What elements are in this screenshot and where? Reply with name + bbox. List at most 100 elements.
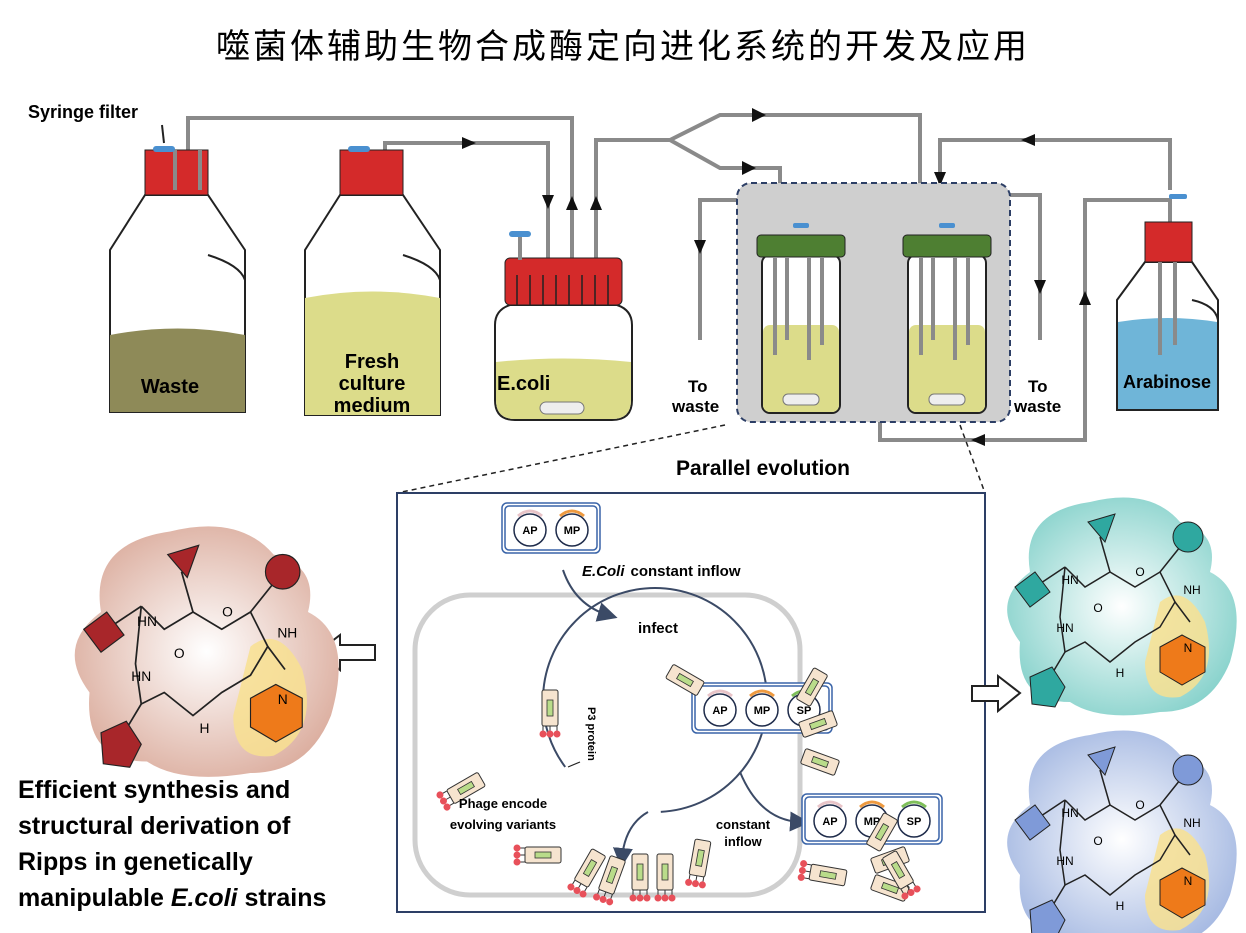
syringe-filter-icon — [348, 146, 370, 152]
diamond-shape — [1014, 804, 1051, 841]
ecoli-label: E.coli — [497, 373, 550, 395]
phage-particle — [539, 689, 561, 738]
diamond-shape — [1014, 571, 1051, 608]
caption-start: manipulable — [18, 884, 171, 912]
fresh-medium-bottle: Fresh culture medium — [304, 146, 441, 417]
page-title: 噬菌体辅助生物合成酶定向进化系统的开发及应用 — [216, 27, 1030, 67]
parallel-evolution-label: Parallel evolution — [676, 457, 850, 480]
lagoon-vessel-1 — [756, 223, 846, 414]
to-waste-right-1: To — [1028, 377, 1048, 396]
phage-particle — [796, 667, 828, 707]
plasmid-label: AP — [522, 525, 537, 537]
phage-particle — [593, 855, 626, 906]
ecoli-cell: AP MP — [501, 502, 601, 554]
stir-bar-icon — [928, 393, 966, 406]
phage-label-2: evolving variants — [450, 817, 556, 832]
atom-label-h: H — [1116, 899, 1125, 913]
plasmid-ap — [703, 693, 737, 727]
constant-inflow-1: constant — [716, 817, 771, 832]
phage-particle — [513, 844, 562, 866]
atom-label-o: O — [222, 605, 233, 620]
sphere-shape — [1172, 521, 1204, 553]
to-waste-left-2: waste — [671, 397, 719, 416]
diamond-shape — [82, 611, 125, 654]
atom-label-nh: NH — [1183, 583, 1200, 597]
syringe-filter-icon — [153, 146, 175, 152]
phage-particle — [567, 848, 606, 898]
atom-label-o: O — [1135, 798, 1144, 812]
atom-label-h: H — [200, 721, 210, 736]
to-waste-left-1: To — [688, 377, 708, 396]
syringe-filter-label: Syringe filter — [28, 102, 138, 122]
stir-bar-icon — [539, 401, 585, 415]
sphere-shape — [264, 553, 301, 590]
caption: Efficient synthesis and structural deriv… — [18, 776, 326, 912]
lagoon-vessel-2 — [902, 223, 992, 414]
atom-label-hn: HN — [1061, 573, 1078, 587]
plasmid-mp — [555, 513, 589, 547]
cyclopropyl-shape — [1087, 746, 1116, 776]
atom-label-nh: NH — [277, 625, 297, 640]
fresh-label-line3: medium — [334, 395, 411, 417]
phage-particle — [436, 772, 486, 811]
phage-particle — [800, 748, 840, 776]
p3-protein-label: P3 protein — [585, 707, 597, 761]
arabinose-label: Arabinose — [1123, 372, 1211, 392]
atom-label-nh: NH — [1183, 816, 1200, 830]
stir-bar-icon — [782, 393, 820, 406]
constant-inflow-text: constant inflow — [631, 563, 741, 580]
caption-line-3: Ripps in genetically — [18, 848, 253, 876]
ecoli-bottle: E.coli — [494, 231, 633, 421]
waste-bottle: Waste — [109, 146, 246, 413]
arabinose-bottle: Arabinose — [1116, 194, 1219, 411]
plasmid-label: AP — [822, 816, 837, 828]
pyridine-ring — [1159, 634, 1206, 686]
phage-particle — [797, 860, 848, 887]
ecoli-italic: E.Coli — [582, 563, 625, 580]
atom-label-o: O — [1135, 565, 1144, 579]
atom-label-hn: HN — [131, 669, 151, 684]
atom-label-n: N — [1184, 874, 1193, 888]
plasmid-sp — [897, 804, 931, 838]
atom-label-hn: HN — [1056, 621, 1073, 635]
caption-italic: E.coli — [171, 884, 239, 912]
atom-label-hn: HN — [1056, 854, 1073, 868]
atom-label-o: O — [1093, 601, 1102, 615]
phage-particle — [665, 664, 705, 696]
plasmid-mp — [745, 693, 779, 727]
phage-particle — [882, 850, 921, 900]
phage-particle — [685, 838, 712, 889]
plasmid-label: MP — [864, 816, 881, 828]
atom-label-n: N — [278, 692, 288, 707]
pentagon-shape — [1029, 666, 1066, 708]
phage-label-1: Phage encode — [459, 796, 547, 811]
pyridine-ring — [249, 683, 303, 743]
pentagon-shape — [100, 720, 142, 768]
atom-label-hn: HN — [137, 614, 157, 629]
caption-line-1: Efficient synthesis and — [18, 776, 290, 804]
flow-arrows — [462, 108, 1091, 446]
infect-label: infect — [638, 620, 678, 637]
atom-label-h: H — [1116, 666, 1125, 680]
plasmid-label: AP — [712, 705, 727, 717]
atom-label-o: O — [1093, 834, 1102, 848]
waste-label: Waste — [141, 376, 199, 398]
atom-label-hn: HN — [1061, 806, 1078, 820]
pyridine-ring — [1159, 867, 1206, 919]
atom-label-o: O — [174, 646, 185, 661]
fresh-label-line1: Fresh — [345, 351, 399, 373]
syringe-filter-icon — [939, 223, 955, 228]
caption-line-4: manipulable E.coli strains — [18, 884, 326, 912]
hollow-arrow-right-icon — [971, 673, 1022, 714]
atom-label-n: N — [1184, 641, 1193, 655]
phage-particle — [798, 710, 838, 738]
plasmid-label: SP — [907, 816, 922, 828]
sphere-shape — [1172, 754, 1204, 786]
plasmid-label: MP — [564, 525, 581, 537]
phage-particle — [629, 853, 651, 902]
